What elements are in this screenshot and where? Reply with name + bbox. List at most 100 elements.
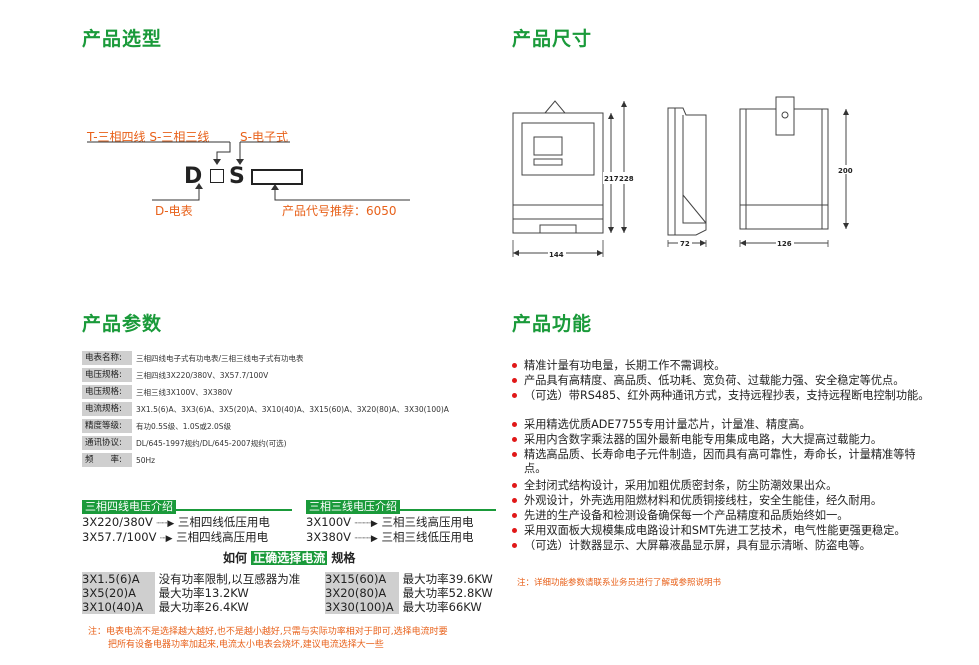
param-label: 电表名称:	[82, 351, 132, 365]
four-wire-heading: 三相四线电压介绍	[82, 495, 292, 514]
dimension-drawing: 217 228 144 72 126 200	[512, 96, 855, 259]
current-row: 3X15(60)A 最大功率39.6KW	[325, 571, 493, 587]
current-desc: 最大功率26.4KW	[158, 600, 249, 614]
three-wire-title: 三相三线电压介绍	[306, 500, 400, 514]
arrow-icon: ┈┈┈▶	[354, 534, 378, 544]
d-label: D-电表	[155, 204, 193, 218]
dim-144: 144	[549, 251, 564, 259]
function-item: 外观设计，外壳选用阻燃材料和优质铜接线柱，安全生能佳，经久耐用。	[511, 494, 941, 508]
current-row: 3X5(20)A 最大功率13.2KW	[82, 585, 249, 601]
current-desc: 最大功率39.6KW	[402, 572, 493, 586]
bullet-icon	[512, 452, 517, 457]
param-label: 电流规格:	[82, 402, 132, 416]
param-label: 频 率:	[82, 453, 132, 467]
function-item: 全封闭式结构设计，采用加粗优质密封条，防尘防潮效果出众。	[511, 479, 941, 493]
param-row: 电压规格: 三相四线3X220/380V、3X57.7/100V	[82, 368, 268, 382]
function-item: 采用内含数字乘法器的国外最新电能专用集成电路，大大提高过载能力。	[511, 433, 941, 447]
voltage-desc: 三相四线高压用电	[176, 530, 269, 544]
s-label: S-电子式	[240, 130, 288, 144]
current-row: 3X10(40)A 最大功率26.4KW	[82, 599, 249, 615]
four-wire-row: 3X57.7/100V ┈▶ 三相四线高压用电	[82, 529, 268, 545]
bullet-icon	[512, 437, 517, 442]
function-item: 产品具有高精度、高品质、低功耗、宽负荷、过载能力强、安全稳定等优点。	[511, 374, 941, 388]
function-item: （可选）带RS485、红外两种通讯方式，支持远程抄表，支持远程断电控制功能。	[511, 389, 931, 403]
voltage-value: 3X100V	[306, 515, 352, 529]
bottom-note-line2: 把所有设备电器功率加起来,电流太小电表会烧坏,建议电流选择大一些	[108, 640, 384, 650]
voltage-value: 3X57.7/100V	[82, 530, 157, 544]
bullet-icon	[512, 528, 517, 533]
current-spec: 3X20(80)A	[325, 586, 399, 600]
param-label: 电压规格:	[82, 368, 132, 382]
current-select-prefix: 如何	[223, 551, 248, 565]
voltage-desc: 三相四线低压用电	[177, 515, 270, 529]
code-box-product	[251, 169, 303, 185]
params-title: 产品参数	[82, 313, 163, 335]
arrow-icon: ┈┈┈▶	[354, 519, 378, 529]
param-row: 电压规格:三相三线3X100V、3X380V	[82, 385, 232, 399]
param-row: 通讯协议: DL/645-1997规约/DL/645-2007规约(可选)	[82, 436, 287, 450]
bullet-icon	[512, 513, 517, 518]
param-value: 三相四线电子式有功电表/三相三线电子式有功电表	[136, 353, 304, 363]
four-wire-row: 3X220/380V ┈┈▶ 三相四线低压用电	[82, 514, 270, 530]
four-wire-title: 三相四线电压介绍	[82, 500, 176, 514]
function-item: 采用精选优质ADE7755专用计量芯片，计量准、精度高。	[511, 418, 941, 432]
current-spec: 3X10(40)A	[82, 600, 155, 614]
current-select-heading: 如何 正确选择电流 规格	[223, 549, 355, 566]
function-item: 先进的生产设备和检测设备确保每一个产品精度和品质始终如一。	[511, 509, 941, 523]
param-row: 频 率: 50Hz	[82, 453, 155, 467]
product-code-label: 产品代号推荐：6050	[282, 204, 397, 218]
dim-72: 72	[680, 240, 690, 248]
t-label: T-三相四线 S-三相三线	[87, 130, 210, 144]
current-desc: 最大功率66KW	[402, 600, 482, 614]
param-row: 电表名称: 三相四线电子式有功电表/三相三线电子式有功电表	[82, 351, 304, 365]
dimensions-title: 产品尺寸	[512, 28, 593, 50]
dim-126: 126	[777, 240, 792, 248]
bullet-icon	[512, 363, 517, 368]
dim-200: 200	[838, 167, 853, 175]
voltage-value: 3X380V	[306, 530, 352, 544]
function-item: 精选高品质、长寿命电子元件制造，因而具有高可靠性，寿命长，计量精准等特点。	[511, 448, 931, 476]
function-item: 精准计量有功电量，长期工作不需调校。	[511, 359, 941, 373]
current-row: 3X30(100)A 最大功率66KW	[325, 599, 482, 615]
param-value: 50Hz	[136, 455, 156, 465]
bullet-icon	[512, 393, 517, 398]
param-value: 三相四线3X220/380V、3X57.7/100V	[136, 370, 269, 380]
code-letter-s: S	[229, 164, 245, 189]
param-row: 电流规格: 3X1.5(6)A、3X3(6)A、3X5(20)A、3X10(40)…	[82, 402, 449, 416]
three-wire-row: 3X100V ┈┈┈▶ 三相三线高压用电	[306, 514, 474, 530]
bullet-icon	[512, 378, 517, 383]
connector-lines	[87, 141, 410, 201]
param-value: 三相三线3X100V、3X380V	[136, 387, 233, 397]
dim-228: 228	[619, 175, 634, 183]
arrow-icon: ┈▶	[160, 534, 173, 544]
current-desc: 最大功率52.8KW	[402, 586, 493, 600]
bottom-note-line1: 注：电表电流不是选择越大越好,也不是越小越好,只需与实际功率相对于即可,选择电流…	[88, 627, 448, 637]
bullet-icon	[512, 422, 517, 427]
param-value: 有功0.5S级、1.0S或2.0S级	[136, 421, 232, 431]
voltage-value: 3X220/380V	[82, 515, 153, 529]
bullet-icon	[512, 543, 517, 548]
functions-title: 产品功能	[512, 313, 593, 335]
arrow-icon: ┈┈▶	[156, 519, 175, 529]
current-spec: 3X15(60)A	[325, 572, 399, 586]
voltage-desc: 三相三线低压用电	[381, 530, 474, 544]
current-select-suffix: 规格	[331, 551, 356, 565]
function-item: （可选）计数器显示、大屏幕液晶显示屏，具有显示清晰、防盗电等。	[511, 539, 941, 553]
current-spec: 3X5(20)A	[82, 586, 155, 600]
param-label: 通讯协议:	[82, 436, 132, 450]
current-desc: 没有功率限制,以互感器为准	[158, 572, 301, 586]
function-item: 采用双面板大规模集成电路设计和SMT先进工艺技术，电气性能更强更稳定。	[511, 524, 941, 538]
dim-217: 217	[604, 175, 619, 183]
bullet-icon	[512, 483, 517, 488]
param-value: DL/645-1997规约/DL/645-2007规约(可选)	[136, 438, 287, 448]
param-row: 精度等级: 有功0.5S级、1.0S或2.0S级	[82, 419, 231, 433]
code-letter-d: D	[184, 164, 203, 189]
selection-title: 产品选型	[82, 28, 163, 50]
current-desc: 最大功率13.2KW	[158, 586, 249, 600]
voltage-desc: 三相三线高压用电	[381, 515, 474, 529]
param-label: 精度等级:	[82, 419, 132, 433]
param-value: 3X1.5(6)A、3X3(6)A、3X5(20)A、3X10(40)A、3X1…	[136, 404, 449, 414]
bullet-icon	[512, 498, 517, 503]
code-box-phase	[210, 169, 224, 183]
current-spec: 3X1.5(6)A	[82, 572, 155, 586]
